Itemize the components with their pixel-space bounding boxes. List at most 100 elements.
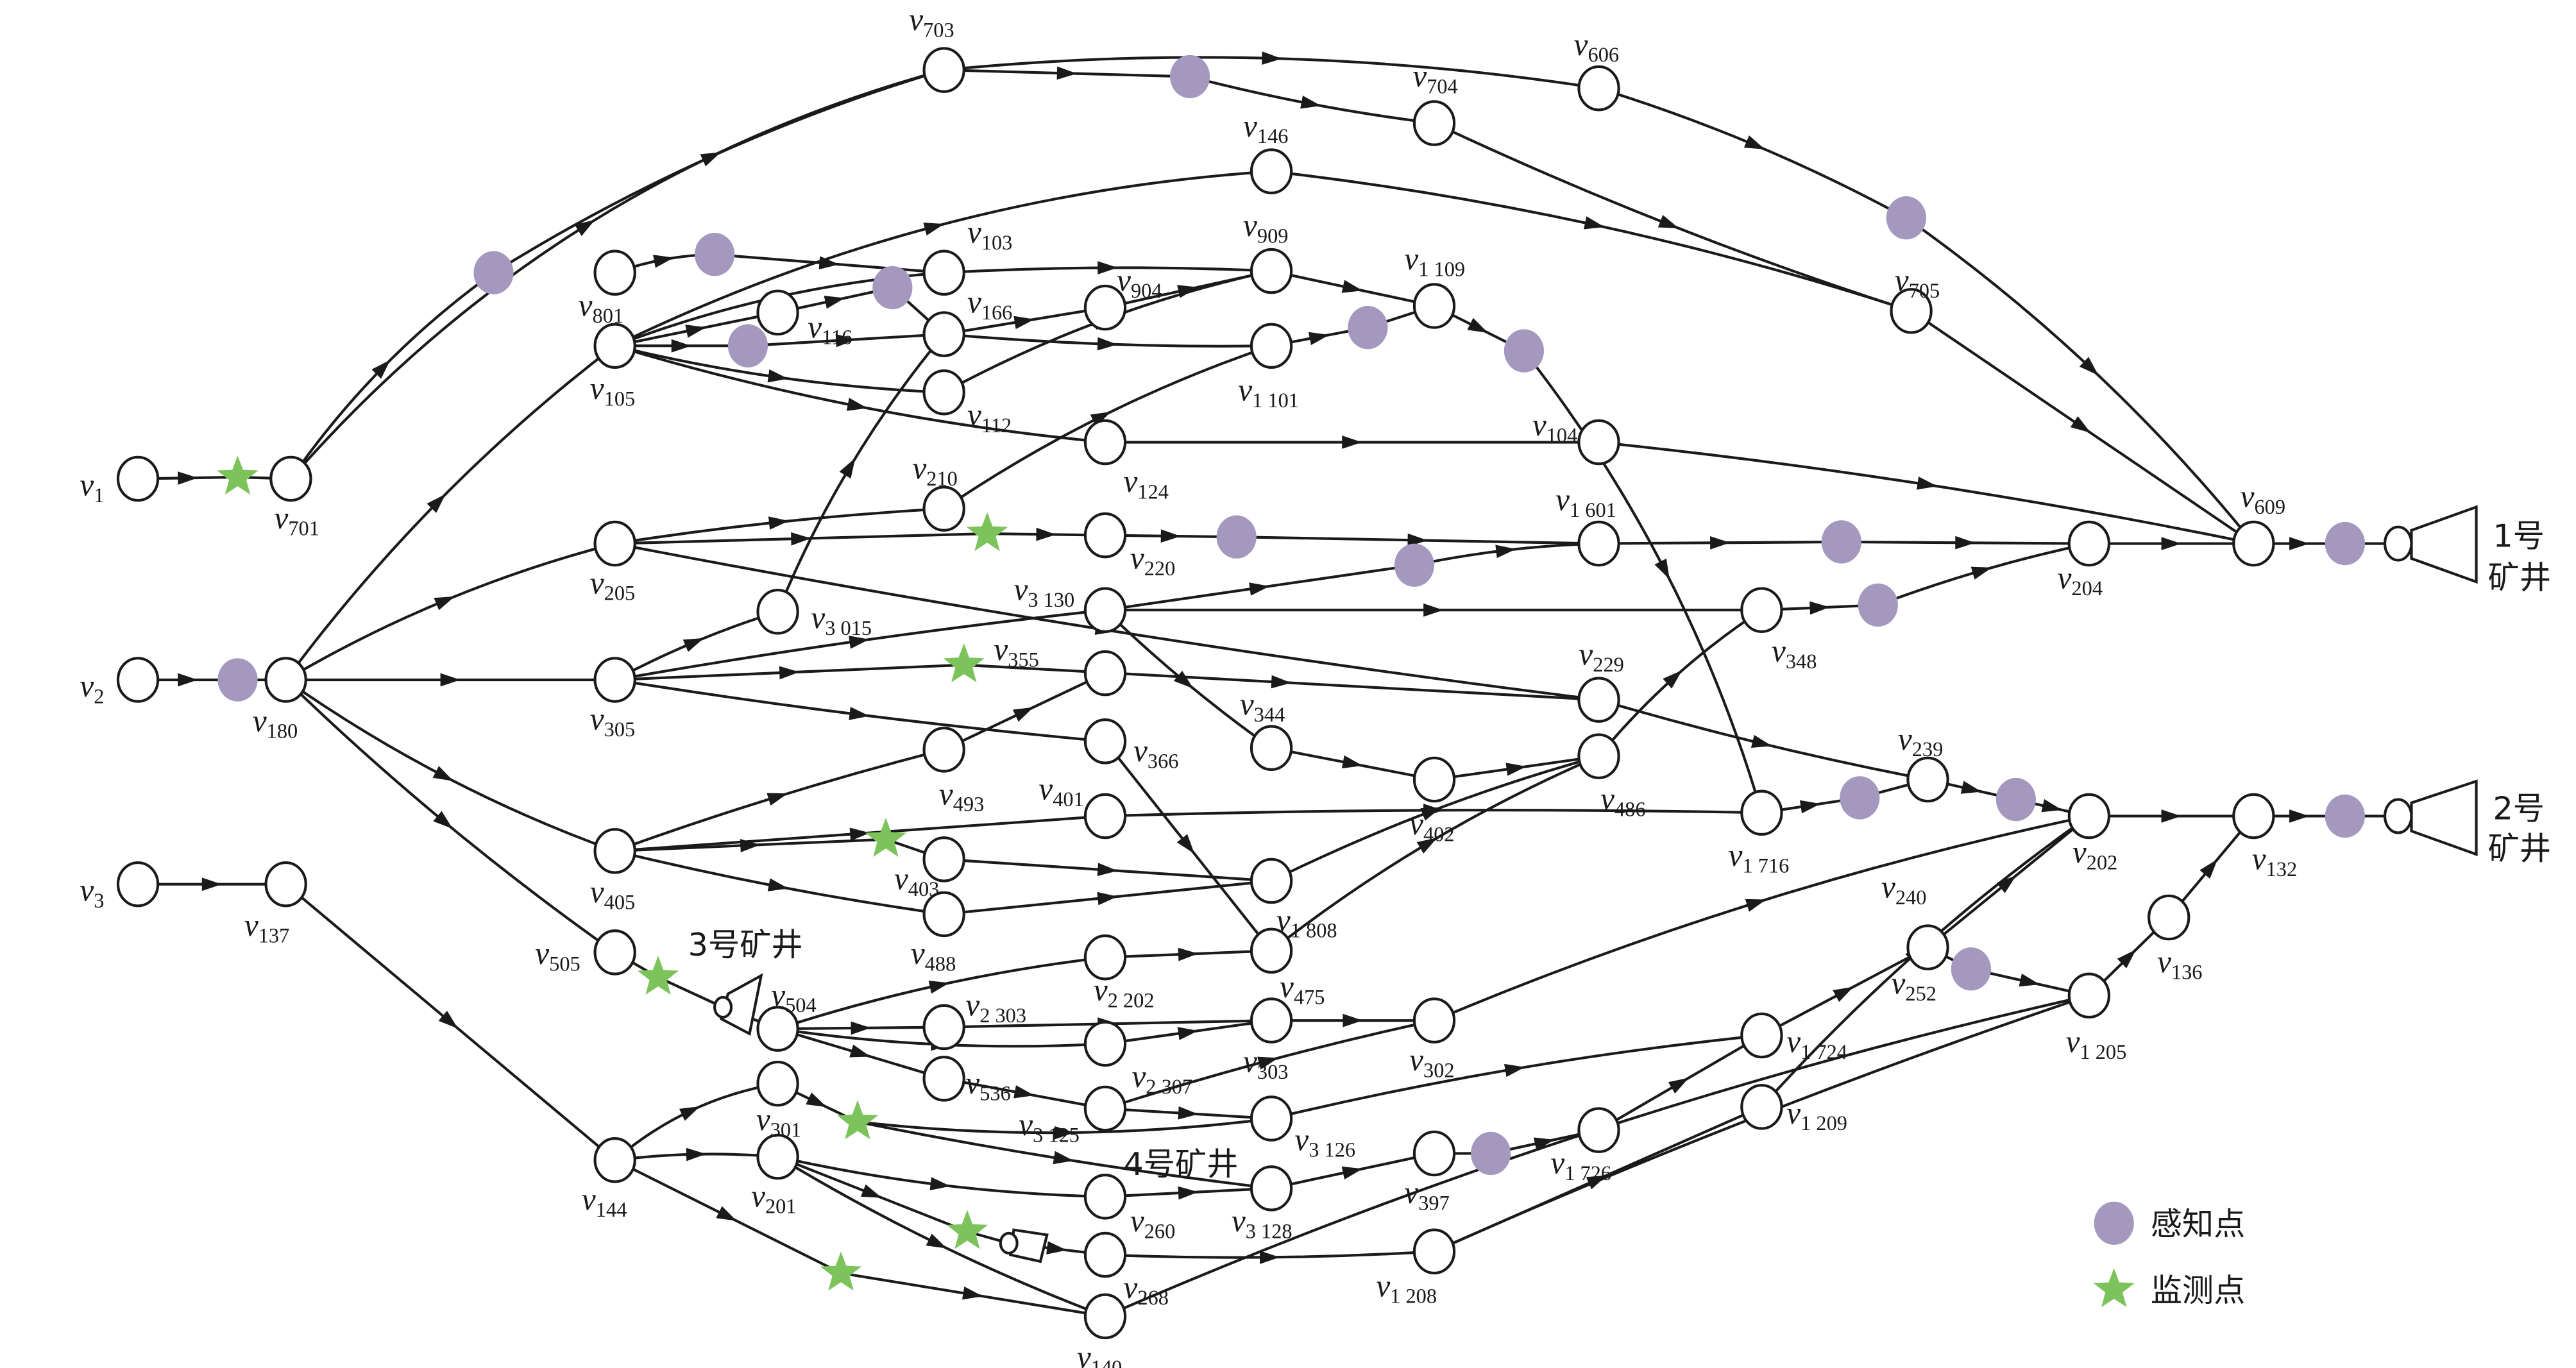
- sensing-point-icon: [217, 658, 258, 702]
- node-v1[interactable]: [116, 455, 160, 502]
- arrow-icon: [1056, 66, 1077, 80]
- node-v239[interactable]: [1906, 756, 1949, 803]
- node-v1726[interactable]: [1577, 1107, 1620, 1153]
- node-v260[interactable]: [1083, 1174, 1127, 1220]
- node-n355[interactable]: [1083, 650, 1127, 697]
- arrow-icon: [1012, 707, 1034, 722]
- node-v103[interactable]: [922, 249, 965, 296]
- sensing-point-icon: [695, 233, 735, 276]
- node-v1205[interactable]: [2067, 972, 2111, 1019]
- arrow-icon: [1407, 533, 1428, 547]
- node-v3125[interactable]: [1083, 1085, 1127, 1132]
- node-v112[interactable]: [922, 369, 965, 416]
- node-v1109[interactable]: [1412, 283, 1456, 329]
- label-v486: v486: [1600, 781, 1645, 821]
- label-v1: v1: [80, 467, 104, 507]
- monitoring-point-star-icon: [637, 956, 679, 995]
- edge-v229-v239: [1598, 698, 1928, 781]
- node-v701[interactable]: [269, 455, 312, 502]
- node-v486[interactable]: [1577, 733, 1620, 779]
- label-v909: v909: [1243, 208, 1288, 248]
- node-v1209[interactable]: [1740, 1084, 1783, 1130]
- node-v397[interactable]: [1412, 1130, 1456, 1177]
- node-v504[interactable]: [756, 1006, 799, 1052]
- node-v405[interactable]: [593, 828, 636, 874]
- label-subscript: 1 209: [1801, 1112, 1847, 1135]
- node-v2202[interactable]: [1083, 934, 1127, 981]
- label-v144: v144: [582, 1182, 627, 1222]
- node-v3015[interactable]: [756, 589, 799, 635]
- label-subscript: 252: [1905, 983, 1936, 1006]
- sensing-point-icon: [1821, 520, 1861, 564]
- node-v1208[interactable]: [1412, 1228, 1456, 1275]
- node-v140[interactable]: [1083, 1293, 1127, 1340]
- node-v2[interactable]: [116, 657, 160, 703]
- node-v344[interactable]: [1250, 725, 1293, 772]
- node-v166[interactable]: [922, 311, 965, 357]
- node-v703[interactable]: [922, 47, 965, 93]
- node-v3[interactable]: [116, 861, 160, 908]
- node-v348[interactable]: [1740, 587, 1783, 633]
- node-v144[interactable]: [593, 1137, 636, 1183]
- node-v475[interactable]: [1250, 927, 1293, 974]
- node-v116[interactable]: [756, 289, 799, 336]
- node-v402[interactable]: [1412, 756, 1456, 803]
- node-v705[interactable]: [1890, 288, 1933, 334]
- node-v2303[interactable]: [922, 1004, 965, 1051]
- node-v1808[interactable]: [1250, 857, 1293, 904]
- node-v205[interactable]: [593, 520, 636, 567]
- arrow-icon: [201, 877, 222, 891]
- node-v366[interactable]: [1083, 718, 1127, 764]
- node-v146[interactable]: [1250, 148, 1293, 194]
- legend-sensing-label: 感知点: [2151, 1205, 2246, 1242]
- node-v505[interactable]: [593, 929, 636, 975]
- node-v3126[interactable]: [1250, 1095, 1293, 1142]
- node-v1724[interactable]: [1740, 1012, 1783, 1059]
- node-v2307[interactable]: [1083, 1020, 1127, 1067]
- node-v180[interactable]: [264, 657, 307, 703]
- node-v268[interactable]: [1083, 1231, 1127, 1278]
- label-subscript: 704: [1427, 75, 1458, 98]
- node-v136[interactable]: [2148, 894, 2190, 941]
- node-v493[interactable]: [922, 727, 965, 773]
- node-v220[interactable]: [1083, 512, 1127, 559]
- label-v1716: v1 716: [1729, 838, 1790, 877]
- arrow-icon: [835, 334, 856, 348]
- node-v201[interactable]: [756, 1133, 799, 1180]
- node-v904[interactable]: [1083, 284, 1127, 331]
- node-v252[interactable]: [1906, 924, 1949, 970]
- label-subscript: 137: [258, 924, 290, 947]
- node-v606[interactable]: [1577, 65, 1620, 112]
- sensing-point-icon: [1170, 55, 1210, 99]
- node-v401[interactable]: [1083, 793, 1127, 840]
- node-v909[interactable]: [1250, 248, 1293, 294]
- node-v202[interactable]: [2067, 793, 2111, 840]
- node-v302[interactable]: [1412, 997, 1456, 1043]
- node-v704[interactable]: [1412, 100, 1456, 146]
- node-v1716[interactable]: [1740, 790, 1783, 836]
- node-v1601[interactable]: [1577, 520, 1620, 567]
- node-v3130[interactable]: [1083, 587, 1127, 633]
- node-v3128[interactable]: [1250, 1165, 1293, 1212]
- arrow-icon: [686, 1147, 707, 1161]
- node-v229[interactable]: [1577, 677, 1620, 723]
- node-v105[interactable]: [593, 323, 636, 369]
- node-v801[interactable]: [593, 249, 636, 296]
- node-v104[interactable]: [1577, 419, 1620, 466]
- node-v305[interactable]: [593, 657, 636, 703]
- label-v505: v505: [535, 936, 580, 975]
- node-v210[interactable]: [922, 486, 965, 532]
- node-v303[interactable]: [1250, 997, 1293, 1043]
- node-v1101[interactable]: [1250, 323, 1293, 369]
- label-v202: v202: [2072, 834, 2117, 874]
- node-v301[interactable]: [756, 1060, 799, 1107]
- node-v204[interactable]: [2067, 520, 2111, 567]
- node-v132[interactable]: [2232, 793, 2275, 840]
- node-v536[interactable]: [922, 1056, 965, 1102]
- label-subscript: 705: [1909, 280, 1940, 303]
- node-v488[interactable]: [922, 891, 965, 938]
- node-v403[interactable]: [922, 836, 965, 882]
- node-v124[interactable]: [1083, 419, 1127, 466]
- node-v609[interactable]: [2232, 520, 2275, 567]
- node-v137[interactable]: [264, 861, 307, 908]
